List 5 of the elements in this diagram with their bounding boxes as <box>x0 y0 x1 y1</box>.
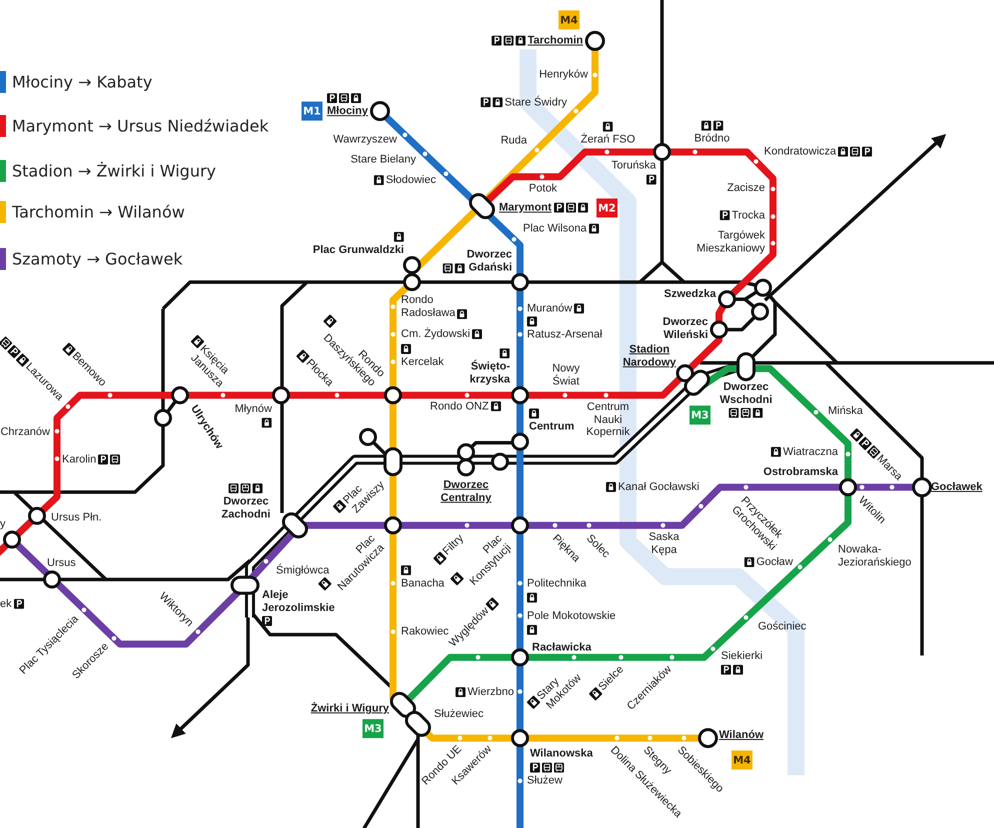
line-badge: M4 <box>732 750 752 770</box>
station-name: Wilanowska <box>530 748 593 760</box>
station-name: Gocławek <box>931 480 982 494</box>
station-name: Służew <box>527 774 562 788</box>
line-badge: M4 <box>558 10 580 30</box>
